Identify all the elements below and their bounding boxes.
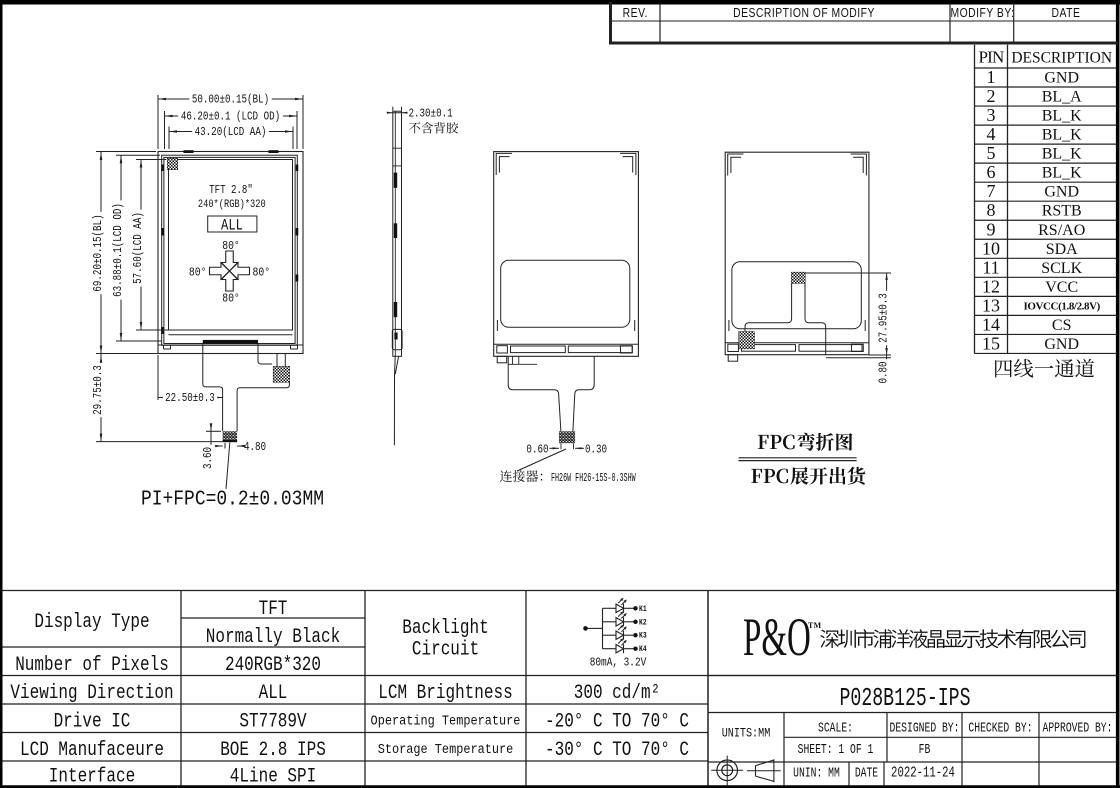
svg-text:K4: K4 [639,646,647,655]
svg-text:Storage Temperature: Storage Temperature [378,741,514,757]
svg-text:14: 14 [982,314,1000,334]
svg-text:Backlight: Backlight [402,618,488,640]
svg-text:PIN: PIN [979,48,1005,67]
svg-text:0.60: 0.60 [526,444,548,457]
svg-text:-30° C TO 70° C: -30° C TO 70° C [545,740,689,762]
svg-text:SCALE:: SCALE: [818,720,853,736]
svg-text:Number of Pixels: Number of Pixels [15,655,169,677]
svg-text:4Line SPI: 4Line SPI [230,766,316,788]
svg-text:Display Type: Display Type [34,612,149,634]
svg-text:GND: GND [1044,70,1079,87]
svg-text:LCD Manufaceure: LCD Manufaceure [20,740,164,762]
svg-text:50.00±0.15(BL): 50.00±0.15(BL) [192,94,269,107]
svg-text:ST7789V: ST7789V [239,711,306,733]
svg-text:LCM Brightness: LCM Brightness [378,683,512,705]
svg-text:SCLK: SCLK [1041,260,1082,277]
svg-text:43.20(LCD AA): 43.20(LCD AA) [195,126,267,139]
svg-text:15: 15 [982,333,1000,353]
svg-text:RSTB: RSTB [1042,203,1082,220]
svg-text:12: 12 [982,276,1000,296]
svg-text:240*(RGB)*320: 240*(RGB)*320 [198,198,266,210]
svg-text:0.80: 0.80 [878,361,891,383]
svg-text:80mA, 3.2V: 80mA, 3.2V [590,657,647,670]
svg-text:BL_K: BL_K [1042,165,1082,182]
svg-text:REV.: REV. [623,6,648,20]
svg-text:K1: K1 [639,605,647,614]
svg-text:APPROVED BY:: APPROVED BY: [1043,720,1113,736]
svg-text:DATE: DATE [1052,6,1081,20]
svg-text:VCC: VCC [1045,279,1078,296]
svg-text:-20° C TO 70° C: -20° C TO 70° C [545,711,689,733]
svg-text:K3: K3 [639,632,647,641]
svg-text:3.60: 3.60 [202,447,215,469]
svg-text:2.30±0.1: 2.30±0.1 [409,108,453,121]
svg-text:4.80: 4.80 [244,441,266,454]
svg-text:6: 6 [987,162,996,182]
svg-text:80°: 80° [253,267,271,280]
svg-text:Interface: Interface [49,766,135,788]
svg-text:22.50±0.3: 22.50±0.3 [165,392,215,405]
svg-text:CHECKED BY:: CHECKED BY: [968,720,1032,736]
svg-text:RS/AO: RS/AO [1038,222,1085,239]
svg-text:57.60(LCD AA): 57.60(LCD AA) [132,212,145,284]
svg-text:69.20±0.15(BL): 69.20±0.15(BL) [92,214,105,291]
svg-text:GND: GND [1044,336,1079,353]
svg-text:63.88±0.1(LCD OD): 63.88±0.1(LCD OD) [112,203,125,297]
svg-text:Operating Temperature: Operating Temperature [371,713,521,729]
svg-text:10: 10 [982,238,1000,258]
svg-text:MODIFY BY:: MODIFY BY: [950,6,1014,20]
svg-text:FH26W FH26-15S-0.3SHW: FH26W FH26-15S-0.3SHW [551,471,636,485]
svg-text:IOVCC(1.8/2.8V): IOVCC(1.8/2.8V) [1023,300,1100,312]
svg-text:PI+FPC=0.2±0.03MM: PI+FPC=0.2±0.03MM [141,487,324,511]
svg-text:2: 2 [987,86,996,106]
svg-text:TM: TM [808,621,822,630]
svg-text:13: 13 [982,295,1000,315]
svg-text:1: 1 [987,67,996,87]
svg-text:K2: K2 [639,619,647,628]
svg-text:Circuit: Circuit [412,639,479,661]
svg-text:3: 3 [987,105,996,125]
svg-text:Viewing Direction: Viewing Direction [10,683,173,705]
svg-text:4: 4 [987,124,996,144]
svg-text:2022-11-24: 2022-11-24 [891,764,955,781]
svg-text:5: 5 [987,143,996,163]
svg-text:FB: FB [919,742,931,758]
svg-text:DESIGNED BY:: DESIGNED BY: [890,720,960,736]
svg-text:0.30: 0.30 [585,444,607,457]
svg-text:TFT: TFT [259,599,288,621]
svg-text:BL_K: BL_K [1042,127,1082,144]
svg-text:GND: GND [1044,184,1079,201]
svg-text:ALL: ALL [259,683,288,705]
svg-text:240RGB*320: 240RGB*320 [225,655,321,677]
svg-text:7: 7 [987,181,996,201]
svg-text:P&O: P&O [743,607,811,667]
svg-text:Normally Black: Normally Black [206,627,340,649]
svg-text:300 cd/m²: 300 cd/m² [574,683,660,705]
svg-text:DESCRIPTION: DESCRIPTION [1011,50,1112,67]
svg-text:Drive IC: Drive IC [54,711,131,733]
svg-text:UNITS:MM: UNITS:MM [722,728,771,741]
svg-text:SDA: SDA [1046,241,1078,258]
svg-text:27.95±0.3: 27.95±0.3 [878,293,891,343]
svg-text:80°: 80° [222,240,240,253]
svg-text:SHEET: 1 OF 1: SHEET: 1 OF 1 [798,742,874,758]
svg-text:46.20±0.1 (LCD OD): 46.20±0.1 (LCD OD) [181,111,280,124]
svg-text:P028B125-IPS: P028B125-IPS [839,683,970,713]
svg-text:DESCRIPTION OF MODIFY: DESCRIPTION OF MODIFY [733,6,875,20]
svg-text:9: 9 [987,219,996,239]
svg-text:29.75±0.3: 29.75±0.3 [92,365,105,415]
svg-text:11: 11 [982,257,999,277]
svg-text:BOE 2.8 IPS: BOE 2.8 IPS [220,740,326,762]
svg-text:BL_K: BL_K [1042,146,1082,163]
svg-text:ALL: ALL [221,217,243,235]
svg-text:80°: 80° [222,293,240,306]
svg-text:TFT 2.8″: TFT 2.8″ [209,184,253,198]
svg-text:UNIN: MM: UNIN: MM [793,765,840,781]
svg-text:BL_K: BL_K [1042,108,1082,125]
svg-text:8: 8 [987,200,996,220]
svg-text:80°: 80° [189,267,207,280]
svg-text:BL_A: BL_A [1042,89,1082,106]
svg-text:DATE: DATE [855,765,878,781]
svg-text:CS: CS [1052,317,1072,334]
